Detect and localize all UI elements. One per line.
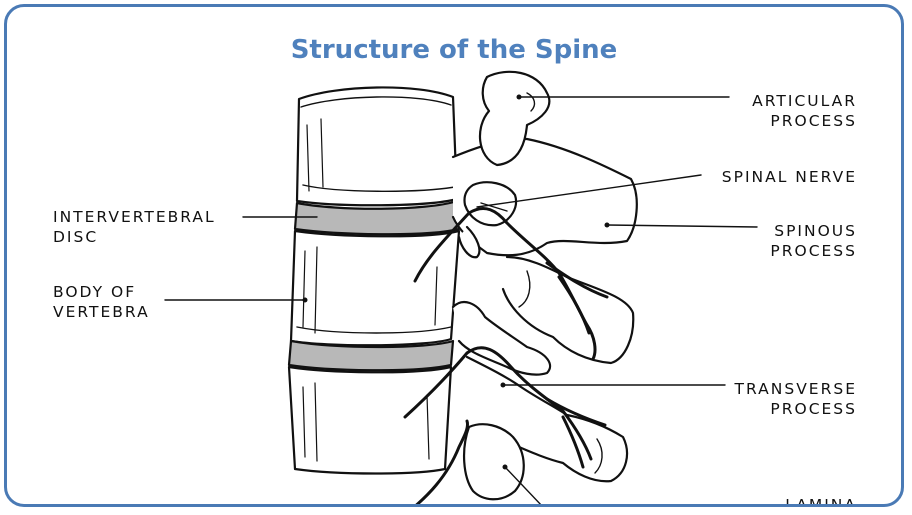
label-transverse-process: TRANSVERSE PROCESS <box>707 379 857 419</box>
label-intervertebral-disc: INTERVERTEBRAL DISC <box>53 207 253 247</box>
label-articular-process: ARTICULAR PROCESS <box>707 91 857 131</box>
label-body-of-vertebra: BODY OF VERTEBRA <box>53 282 203 322</box>
label-spinous-process: SPINOUS PROCESS <box>727 221 857 261</box>
diagram-frame: Structure of the Spine <box>4 4 904 507</box>
lower-vertebral-body <box>289 367 451 474</box>
label-spinal-nerve: SPINAL NERVE <box>697 167 857 187</box>
label-lamina: LAMINA <box>747 495 857 507</box>
middle-vertebral-body <box>291 231 459 345</box>
leader-lamina <box>505 467 769 507</box>
upper-vertebral-body <box>297 87 457 205</box>
